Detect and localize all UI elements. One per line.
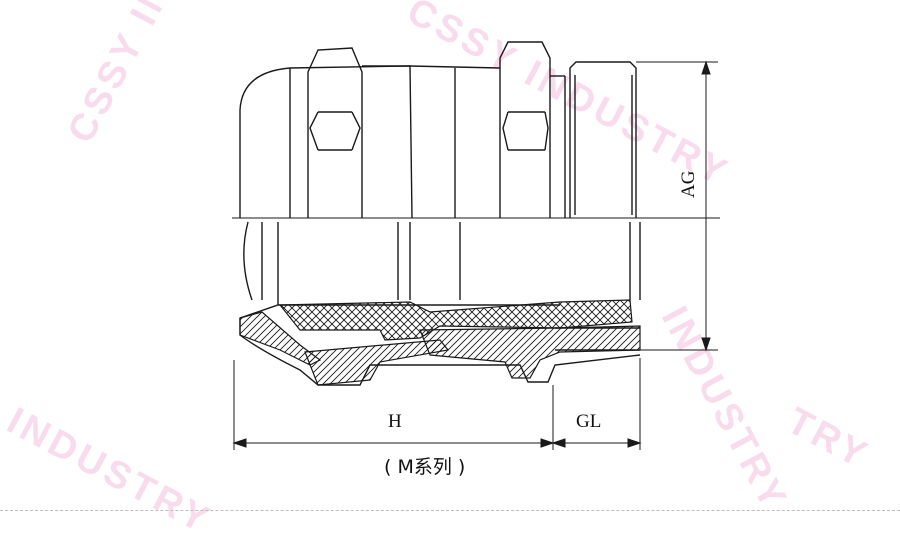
gl-label: GL: [576, 411, 602, 432]
series-caption: ( M系列 ): [384, 456, 466, 478]
h-gl-dimension: [232, 358, 642, 450]
bottom-divider: [0, 510, 900, 511]
body-section-mid: [419, 325, 641, 379]
cable-gland-drawing: [232, 41, 720, 450]
gland-outline: [232, 41, 720, 386]
ag-dimension: [636, 60, 718, 352]
h-label: H: [388, 411, 402, 432]
ag-label: AG: [678, 170, 699, 198]
